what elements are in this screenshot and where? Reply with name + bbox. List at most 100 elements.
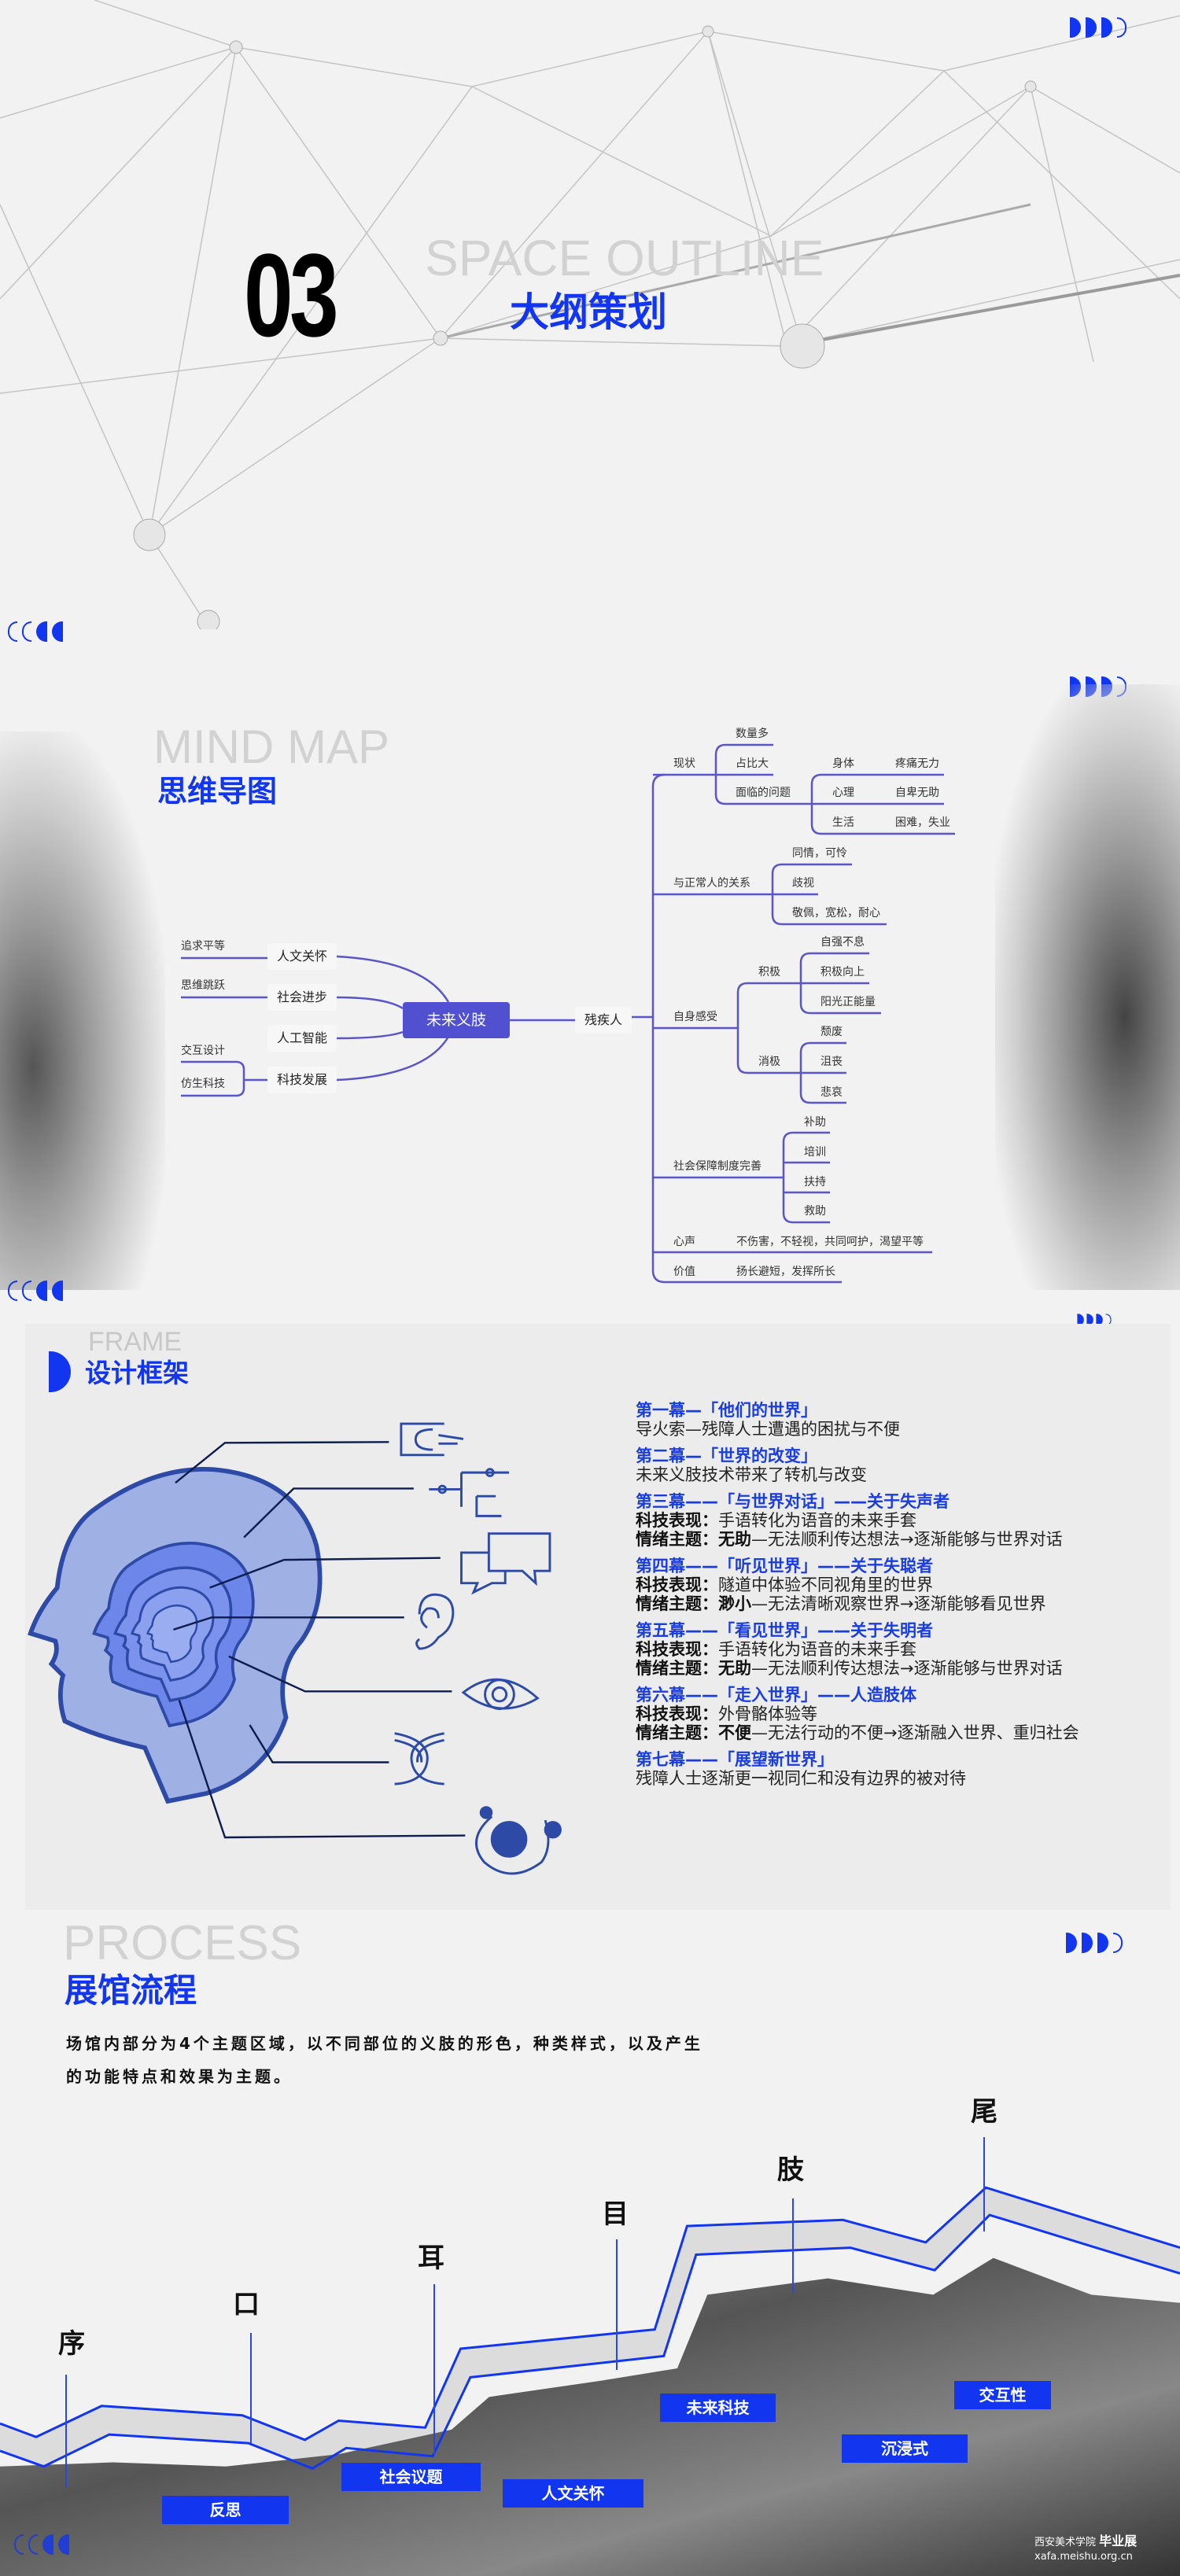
mindmap-leaf: 歧视 [792,877,814,890]
mindmap-leaf: 身体 [832,757,854,770]
mindmap-leaf: 交互设计 [181,1045,225,1057]
ear-icon [415,1593,455,1650]
mindmap-center-node[interactable]: 未来义肢 [403,1002,510,1038]
act-line: 科技表现：手语转化为语音的未来手套 [636,1640,916,1659]
mindmap-leaf: 阳光正能量 [820,996,876,1008]
act-title: 第四幕——「听见世界」——关于失聪者 [636,1557,933,1575]
mountain-image [0,2257,1180,2576]
mindmap-node[interactable]: 科技发展 [267,1067,337,1093]
decorative-dots [8,621,63,642]
path-band [0,2187,1180,2469]
mindmap-leaf: 面临的问题 [736,787,791,799]
mindmap-ghost-title: MIND MAP [153,720,389,773]
framework-ghost-title: FRAME [88,1327,182,1357]
mindmap-leaf: 生活 [832,816,854,829]
act-line: 导火索—残障人士遭遇的困扰与不便 [636,1420,900,1439]
crumpled-paper-right [995,684,1180,1290]
mindmap-leaf: 积极向上 [820,966,865,978]
mindmap-leaf: 积极 [758,966,780,978]
head-illustration [0,1422,562,1875]
act-6: 第六幕——「走入世界」——人造肢体 科技表现：外骨骼体验等 情绪主题：不便—无法… [636,1686,1171,1742]
act-line: 未来义肢技术带来了转机与改变 [636,1465,867,1484]
section-ghost-title: SPACE OUTLINE [425,230,824,286]
mindmap-title: 思维导图 [157,774,278,809]
mindmap-leaf: 悲哀 [820,1086,843,1099]
act-title: 第六幕——「走入世界」——人造肢体 [636,1686,916,1704]
act-4: 第四幕——「听见世界」——关于失聪者 科技表现：隧道中体验不同视角里的世界 情绪… [636,1557,1171,1613]
mindmap-leaf: 扶持 [804,1176,826,1188]
mindmap-leaf: 数量多 [736,728,769,740]
framework-title: 设计框架 [85,1358,189,1388]
stage-label: 尾 [971,2096,997,2128]
act-title: 第七幕——「展望新世界」 [636,1750,834,1769]
decorative-dots [8,1281,63,1301]
school-url[interactable]: xafa.meishu.org.cn [1034,2551,1133,2563]
act-line: 情绪主题：无助—无法顺利传达想法→逐渐能够与世界对话 [636,1659,1063,1678]
stage-label: 口 [233,2289,260,2320]
stage-line [616,2239,618,2370]
mindmap-branch: 自身感受 [673,1011,717,1023]
act-3: 第三幕——「与世界对话」——关于失声者 科技表现：手语转化为语音的未来手套 情绪… [636,1492,1171,1549]
decorative-dots [1066,1933,1123,1953]
network-background [0,0,1180,629]
act-2: 第二幕—「世界的改变」未来义肢技术带来了转机与改变 [636,1446,1171,1484]
orbit-icon [475,1806,562,1875]
act-line: 情绪主题：渺小—无法清晰观察世界→逐渐能够看见世界 [636,1594,1046,1613]
mindmap-node[interactable]: 社会进步 [267,984,337,1011]
mindmap-branch: 与正常人的关系 [673,877,750,890]
stage-line [433,2284,435,2455]
mindmap-node[interactable]: 人文关怀 [267,943,337,970]
process-landscape [0,1935,1180,2576]
act-line: 科技表现：手语转化为语音的未来手套 [636,1511,916,1530]
mindmap-leaf: 心理 [832,787,854,799]
crumpled-paper-left [0,732,165,1290]
mindmap-leaf: 不伤害，不轻视，共同呵护，渴望平等 [736,1236,924,1248]
act-line: 残障人士逐渐更一视同仁和没有边界的被对待 [636,1769,966,1788]
mindmap-leaf: 敬佩，宽松，耐心 [792,907,880,919]
mindmap-node-disabled[interactable]: 残疾人 [575,1007,632,1034]
act-line: 科技表现：外骨骼体验等 [636,1704,817,1723]
act-line: 科技表现：隧道中体验不同视角里的世界 [636,1575,933,1594]
act-line: 情绪主题：无助—无法顺利传达想法→逐渐能够与世界对话 [636,1530,1063,1549]
mindmap-leaf: 同情，可怜 [792,847,847,860]
network-icon [429,1468,510,1517]
mindmap-leaf: 扬长避短，发挥所长 [736,1266,835,1278]
stage-line [792,2198,794,2293]
mindmap-leaf: 仿生科技 [181,1078,225,1090]
framework-acts: 第一幕—「他们的世界」导火索—残障人士遭遇的困扰与不便 第二幕—「世界的改变」未… [636,1401,1171,1796]
hand-icon [400,1422,464,1457]
decorative-dots [14,2534,69,2555]
mindmap-branch: 价值 [673,1266,695,1278]
process-title: 展馆流程 [65,1971,197,2010]
mindmap-leaf: 思维跳跃 [181,979,225,992]
mindmap-leaf: 消极 [758,1056,780,1068]
theme-tag: 未来科技 [660,2394,776,2422]
theme-tag: 反思 [162,2496,289,2524]
school-logo: 西安美术学院 毕业展 xafa.meishu.org.cn [1034,2534,1138,2563]
stage-line [983,2137,985,2231]
mindmap-leaf: 自卑无助 [895,787,939,799]
mindmap-leaf: 补助 [804,1116,826,1129]
decorative-dots [1070,17,1127,38]
theme-tag: 沉浸式 [842,2434,968,2463]
stage-label: 耳 [418,2242,444,2274]
section-number: 03 [244,229,339,361]
act-title: 第五幕——「看见世界」——关于失明者 [636,1621,933,1640]
theme-tag: 交互性 [954,2381,1051,2409]
stage-label: 肢 [777,2154,804,2186]
eye-icon [461,1678,540,1711]
limb-icon [394,1732,444,1786]
mindmap-leaf: 培训 [804,1146,826,1159]
mindmap-leaf: 颓废 [820,1026,843,1038]
mindmap-leaf: 困难，失业 [895,816,950,829]
section-title: 大纲策划 [510,289,667,335]
mindmap-node[interactable]: 人工智能 [267,1025,337,1052]
act-line: 情绪主题：不便—无法行动的不便→逐渐融入世界、重归社会 [636,1723,1079,1742]
act-title: 第一幕—「他们的世界」 [636,1401,817,1420]
speech-bubbles-icon [460,1532,551,1595]
theme-tag: 社会议题 [341,2463,481,2491]
stage-label: 目 [602,2198,629,2230]
mindmap-leaf: 自强不息 [820,936,865,949]
process-description: 的功能特点和效果为主题。 [66,2067,293,2086]
theme-tag: 人文关怀 [503,2479,643,2508]
